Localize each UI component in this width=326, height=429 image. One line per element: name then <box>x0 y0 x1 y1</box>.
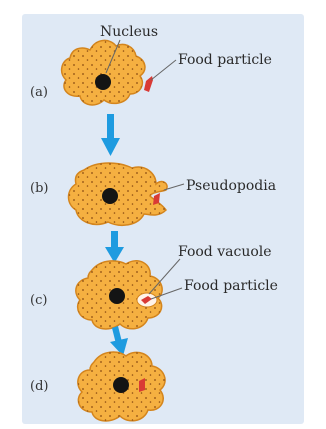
label-food-particle-a: Food particle <box>178 52 272 68</box>
stage-label-b: (b) <box>30 181 48 196</box>
stage-label-a: (a) <box>30 85 48 100</box>
label-pseudopodia: Pseudopodia <box>186 178 276 194</box>
nucleus-d <box>113 377 129 393</box>
nucleus-a <box>95 74 111 90</box>
nucleus-c <box>109 288 125 304</box>
stage-label-d: (d) <box>30 379 48 394</box>
label-food-vacuole: Food vacuole <box>178 244 272 260</box>
label-food-particle-c: Food particle <box>184 278 278 294</box>
stage-label-c: (c) <box>30 293 47 308</box>
nucleus-b <box>102 188 118 204</box>
label-nucleus: Nucleus <box>100 24 158 40</box>
